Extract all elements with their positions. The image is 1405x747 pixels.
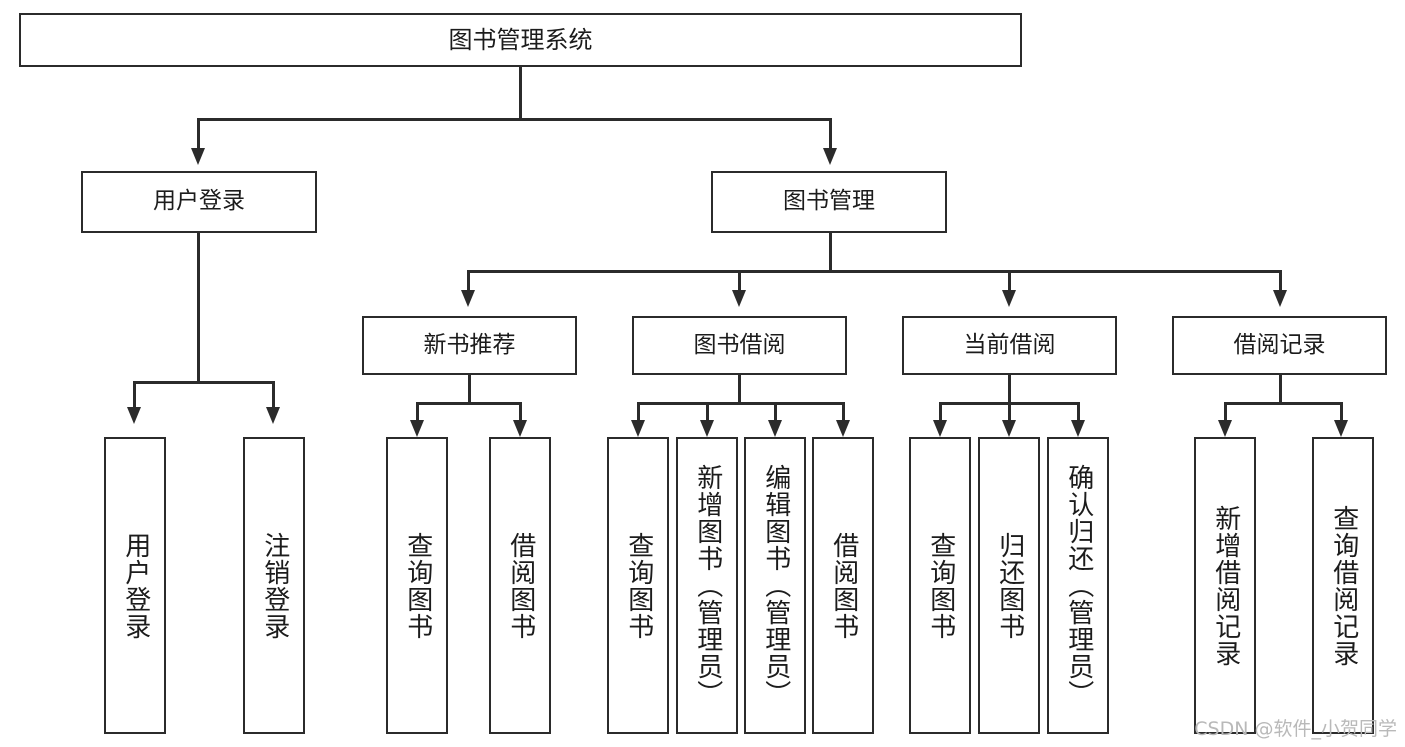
node-label: 借阅记录 <box>1233 331 1326 358</box>
node-label: 新增借阅记录 <box>1210 504 1241 667</box>
node-label: 图书借阅 <box>693 331 786 358</box>
node-label: 归还图书 <box>994 531 1025 640</box>
arrowhead-to-current-borrow <box>1001 290 1016 307</box>
node-book-management[interactable]: 图书管理 <box>711 171 947 233</box>
leaf-add-borrow-record[interactable]: 新增借阅记录 <box>1194 437 1256 734</box>
arrowhead-to-query-book-bb <box>630 420 645 437</box>
leaf-edit-book-admin[interactable]: 编辑图书（管理员） <box>744 437 806 734</box>
connector-current-borrow-drop-3 <box>1077 402 1080 420</box>
arrowhead-to-add-book <box>699 420 714 437</box>
arrowhead-to-query-book-cb <box>932 420 947 437</box>
connector-borrow-record-drop-1 <box>1224 402 1227 420</box>
arrowhead-to-edit-book <box>767 420 782 437</box>
arrowhead-to-leaf-user-login <box>126 407 141 424</box>
leaf-borrow-book[interactable]: 借阅图书 <box>812 437 874 734</box>
connector-root-bus <box>197 118 831 121</box>
connector-book-borrow-bus <box>637 402 843 405</box>
arrowhead-to-borrow-book-nb <box>512 420 527 437</box>
connector-user-login-drop-1 <box>133 381 136 407</box>
connector-new-book-bus <box>416 402 522 405</box>
connector-root-drop-book <box>829 118 832 148</box>
connector-book-manage-drop-4 <box>1279 270 1282 290</box>
connector-new-book-stem <box>468 375 471 404</box>
connector-book-borrow-drop-4 <box>842 402 845 420</box>
arrowhead-to-borrow-record <box>1272 290 1287 307</box>
connector-book-borrow-drop-3 <box>774 402 777 420</box>
connector-book-borrow-stem <box>738 375 741 404</box>
connector-book-manage-drop-3 <box>1008 270 1011 290</box>
connector-book-manage-drop-1 <box>467 270 470 290</box>
arrowhead-to-book-manage <box>822 148 837 165</box>
connector-book-manage-bus <box>467 270 1279 273</box>
connector-current-borrow-stem <box>1008 375 1011 404</box>
leaf-query-book-borrow[interactable]: 查询图书 <box>607 437 669 734</box>
connector-root-drop-user <box>197 118 200 148</box>
leaf-query-book-current[interactable]: 查询图书 <box>909 437 971 734</box>
leaf-query-book-recommend[interactable]: 查询图书 <box>386 437 448 734</box>
connector-borrow-record-bus <box>1224 402 1342 405</box>
leaf-logout[interactable]: 注销登录 <box>243 437 305 734</box>
arrowhead-to-add-record <box>1217 420 1232 437</box>
connector-current-borrow-drop-2 <box>1008 402 1011 420</box>
connector-current-borrow-drop-1 <box>939 402 942 420</box>
node-label: 用户登录 <box>120 531 151 640</box>
node-book-borrow[interactable]: 图书借阅 <box>632 316 847 375</box>
leaf-query-borrow-record[interactable]: 查询借阅记录 <box>1312 437 1374 734</box>
node-label: 用户登录 <box>153 188 245 215</box>
connector-borrow-record-stem <box>1279 375 1282 404</box>
node-new-book-recommend[interactable]: 新书推荐 <box>362 316 577 375</box>
node-label: 新增图书（管理员） <box>692 464 723 707</box>
node-user-login[interactable]: 用户登录 <box>81 171 317 233</box>
node-label: 编辑图书（管理员） <box>760 464 791 707</box>
node-label: 借阅图书 <box>828 531 859 640</box>
leaf-user-login[interactable]: 用户登录 <box>104 437 166 734</box>
connector-new-book-drop-1 <box>416 402 419 420</box>
node-label: 查询图书 <box>623 531 654 640</box>
leaf-borrow-book-recommend[interactable]: 借阅图书 <box>489 437 551 734</box>
connector-user-login-stem <box>197 233 200 383</box>
arrowhead-to-query-record <box>1333 420 1348 437</box>
arrowhead-to-confirm-return <box>1070 420 1085 437</box>
arrowhead-to-book-borrow <box>731 290 746 307</box>
connector-book-manage-stem <box>829 233 832 272</box>
node-label: 图书管理系统 <box>448 25 593 54</box>
arrowhead-to-borrow-book-bb <box>835 420 850 437</box>
connector-book-manage-drop-2 <box>738 270 741 290</box>
node-label: 确认归还（管理员） <box>1063 464 1094 707</box>
node-label: 新书推荐 <box>423 331 516 358</box>
arrowhead-to-return-book <box>1001 420 1016 437</box>
leaf-return-book[interactable]: 归还图书 <box>978 437 1040 734</box>
arrowhead-to-leaf-logout <box>265 407 280 424</box>
connector-user-login-drop-2 <box>272 381 275 407</box>
connector-root-stem <box>519 67 522 120</box>
leaf-confirm-return-admin[interactable]: 确认归还（管理员） <box>1047 437 1109 734</box>
connector-borrow-record-drop-2 <box>1340 402 1343 420</box>
arrowhead-to-query-book-nb <box>409 420 424 437</box>
connector-new-book-drop-2 <box>519 402 522 420</box>
node-label: 注销登录 <box>259 531 290 640</box>
node-label: 查询借阅记录 <box>1328 504 1359 667</box>
node-label: 借阅图书 <box>505 531 536 640</box>
node-borrow-record[interactable]: 借阅记录 <box>1172 316 1387 375</box>
connector-book-borrow-drop-2 <box>706 402 709 420</box>
arrowhead-to-new-book <box>460 290 475 307</box>
node-label: 查询图书 <box>925 531 956 640</box>
node-current-borrow[interactable]: 当前借阅 <box>902 316 1117 375</box>
leaf-add-book-admin[interactable]: 新增图书（管理员） <box>676 437 738 734</box>
connector-book-borrow-drop-1 <box>637 402 640 420</box>
arrowhead-to-user-login <box>190 148 205 165</box>
connector-user-login-bus <box>133 381 274 384</box>
node-root-system[interactable]: 图书管理系统 <box>19 13 1022 67</box>
node-label: 图书管理 <box>783 188 875 215</box>
node-label: 当前借阅 <box>963 331 1056 358</box>
node-label: 查询图书 <box>402 531 433 640</box>
